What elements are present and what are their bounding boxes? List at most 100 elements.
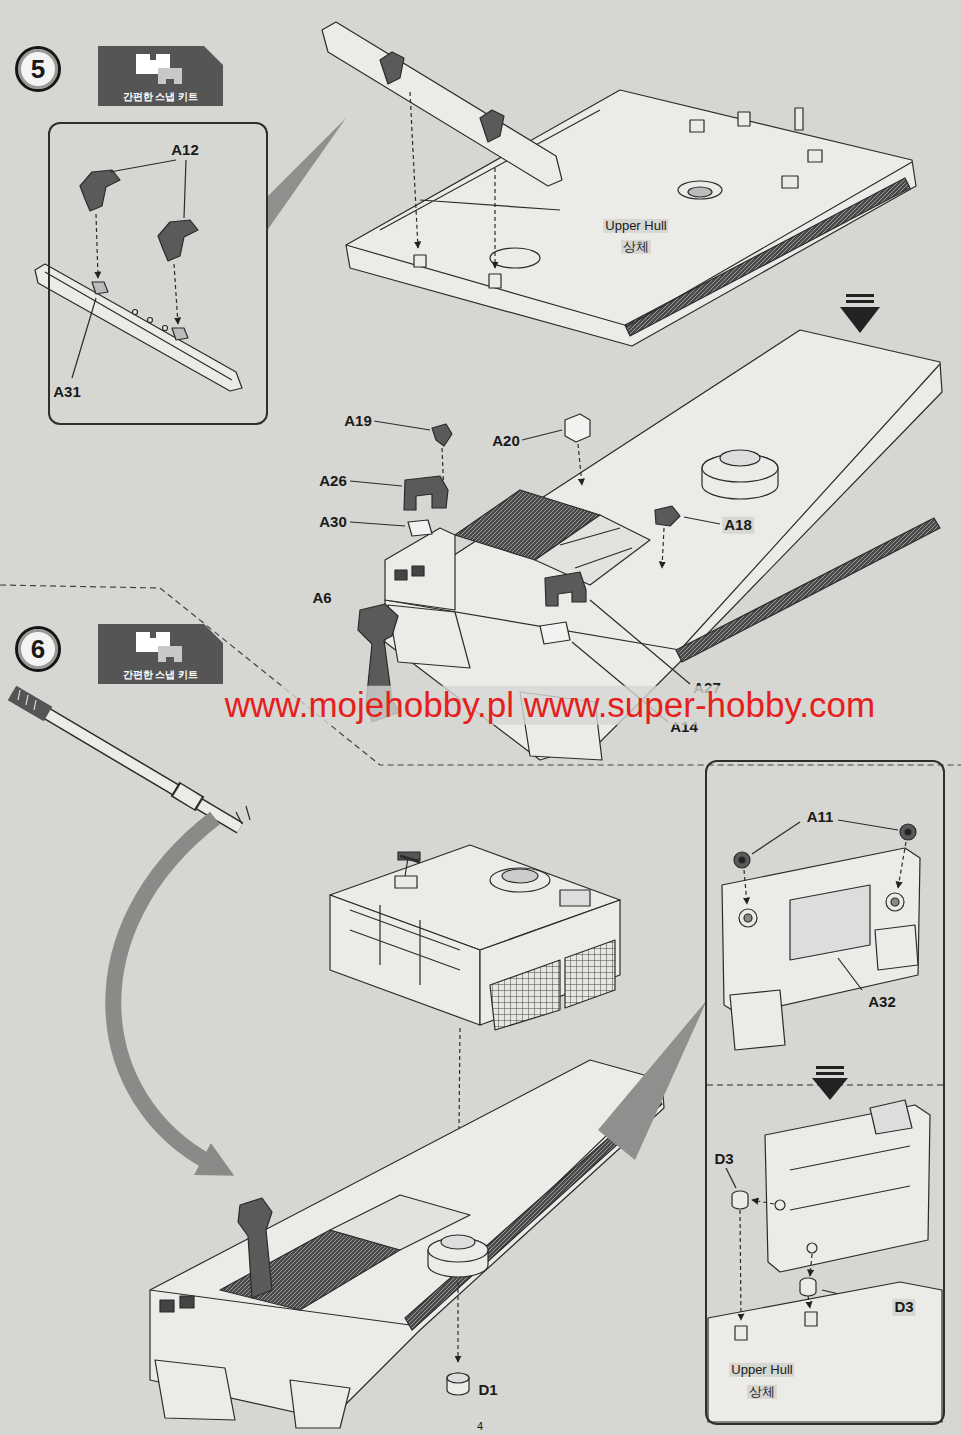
upper-hull-art [322,22,916,346]
step6-detail-art [805,1312,817,1326]
step6-hull-art [447,1373,469,1395]
step6-detail-art [812,1078,848,1100]
upper-hull-art [380,52,404,84]
step6-detail-art [752,822,800,854]
hull-assembly-art [590,600,690,684]
step6-hull-art [150,1000,707,1428]
step6-hull-art [441,1235,475,1249]
hull-assembly-art [404,476,448,510]
step6-gun-turret-art [490,960,560,1030]
snap-kit-badge: 간편한 스냅 키트 [98,46,223,106]
step6-hull-art [457,1282,458,1362]
upper-hull-art [688,187,712,197]
part-number: D3 [892,1299,915,1316]
step6-detail-art [838,820,898,830]
step6-detail-art [816,1066,844,1069]
step6-detail-art [765,1105,930,1272]
snap-icon [158,646,182,662]
step6-hull-art [180,1296,194,1308]
upper-hull-art [690,120,704,132]
badge-text: 간편한 스냅 키트 [123,91,199,102]
step6-gun-turret-art [177,790,198,803]
step6-gun-turret-art [18,690,36,710]
step-label: 6 [31,636,45,662]
step5-detail-art [266,118,346,232]
step6-detail-art [810,1254,812,1276]
detail-inset: A12A31 [48,122,268,425]
watermark: www.mojehobby.pl www.super-hobby.com [225,686,875,725]
upper-hull-art [322,22,562,186]
step6-detail-art [838,958,862,990]
snap-icon [158,68,182,84]
step6-hull-art [238,1198,272,1298]
hull-assembly-art [560,528,632,568]
step6-detail-art [790,885,870,960]
step6-detail-art [734,852,750,868]
step6-hull-art [447,1373,469,1383]
part-number: A6 [310,590,333,607]
hull-assembly-art [412,566,424,576]
step6-gun-turret-art [502,869,538,883]
hull-assembly-art [655,506,680,526]
step5-detail-art [133,310,138,315]
step-label: 5 [31,56,45,82]
step6-detail-art [790,1146,910,1210]
step6-detail-art [886,893,904,911]
upper-hull-art [346,162,912,326]
step6-detail-art [722,848,920,1015]
part-number: A19 [342,413,374,430]
upper-hull-art [380,110,600,230]
hull-assembly-art [522,430,562,440]
step6-gun-turret-art [236,806,250,824]
hull-assembly-art [350,522,405,526]
step5-detail-art [158,220,198,261]
step6-detail-art [891,898,899,906]
snap-kit-badge: 간편한 스냅 키트 [98,624,223,684]
badge-tag [98,46,223,106]
part-number: D1 [476,1382,499,1399]
upper-hull-art [625,178,910,336]
step5-detail-art [174,264,178,324]
hull-assembly-art [432,424,452,446]
upper-hull-art [795,108,803,130]
step6-detail-art [808,1296,810,1308]
hull-assembly-art [578,444,582,485]
upper-hull-art [490,248,540,268]
step6-detail-art [807,1243,817,1253]
hull-assembly-art [720,450,760,466]
step5-detail-art [35,264,242,391]
step6-detail-art [900,824,916,840]
hull-assembly-art [374,421,430,430]
upper-hull-art [678,181,722,199]
hull-assembly-art [662,528,664,568]
hull-assembly-art [350,481,402,486]
step6-detail-art [875,925,918,970]
badge-text: 간편한 스냅 키트 [123,669,199,680]
step-number: 6 [15,626,61,672]
part-number: A11 [805,809,836,826]
step5-detail-art [72,298,96,378]
upper-hull-art [414,255,426,267]
upper-hull-art [846,294,874,297]
hull-assembly-art [408,520,432,536]
step5-detail-art [35,118,346,391]
step5-detail-art [96,214,98,278]
part-number: D3 [712,1151,735,1168]
upper-hull-art [346,90,916,346]
part-number: A32 [866,994,898,1011]
hull-assembly-art [540,622,570,644]
part-number: A30 [317,514,349,531]
part-number: A31 [51,384,83,401]
upper-hull-art [480,110,504,142]
part-number: A18 [722,517,754,534]
step5-detail-art [163,326,168,331]
step6-detail-art [735,1326,747,1340]
hull-assembly-art [684,517,720,524]
step6-gun-turret-art [405,858,408,876]
part-number: Upper Hull [729,1363,794,1377]
step6-detail-art [905,829,911,835]
hull-assembly-art [385,364,940,650]
step6-gun-turret-art [560,890,590,906]
step6-detail-art [740,1210,741,1320]
step6-detail-art [739,909,757,927]
